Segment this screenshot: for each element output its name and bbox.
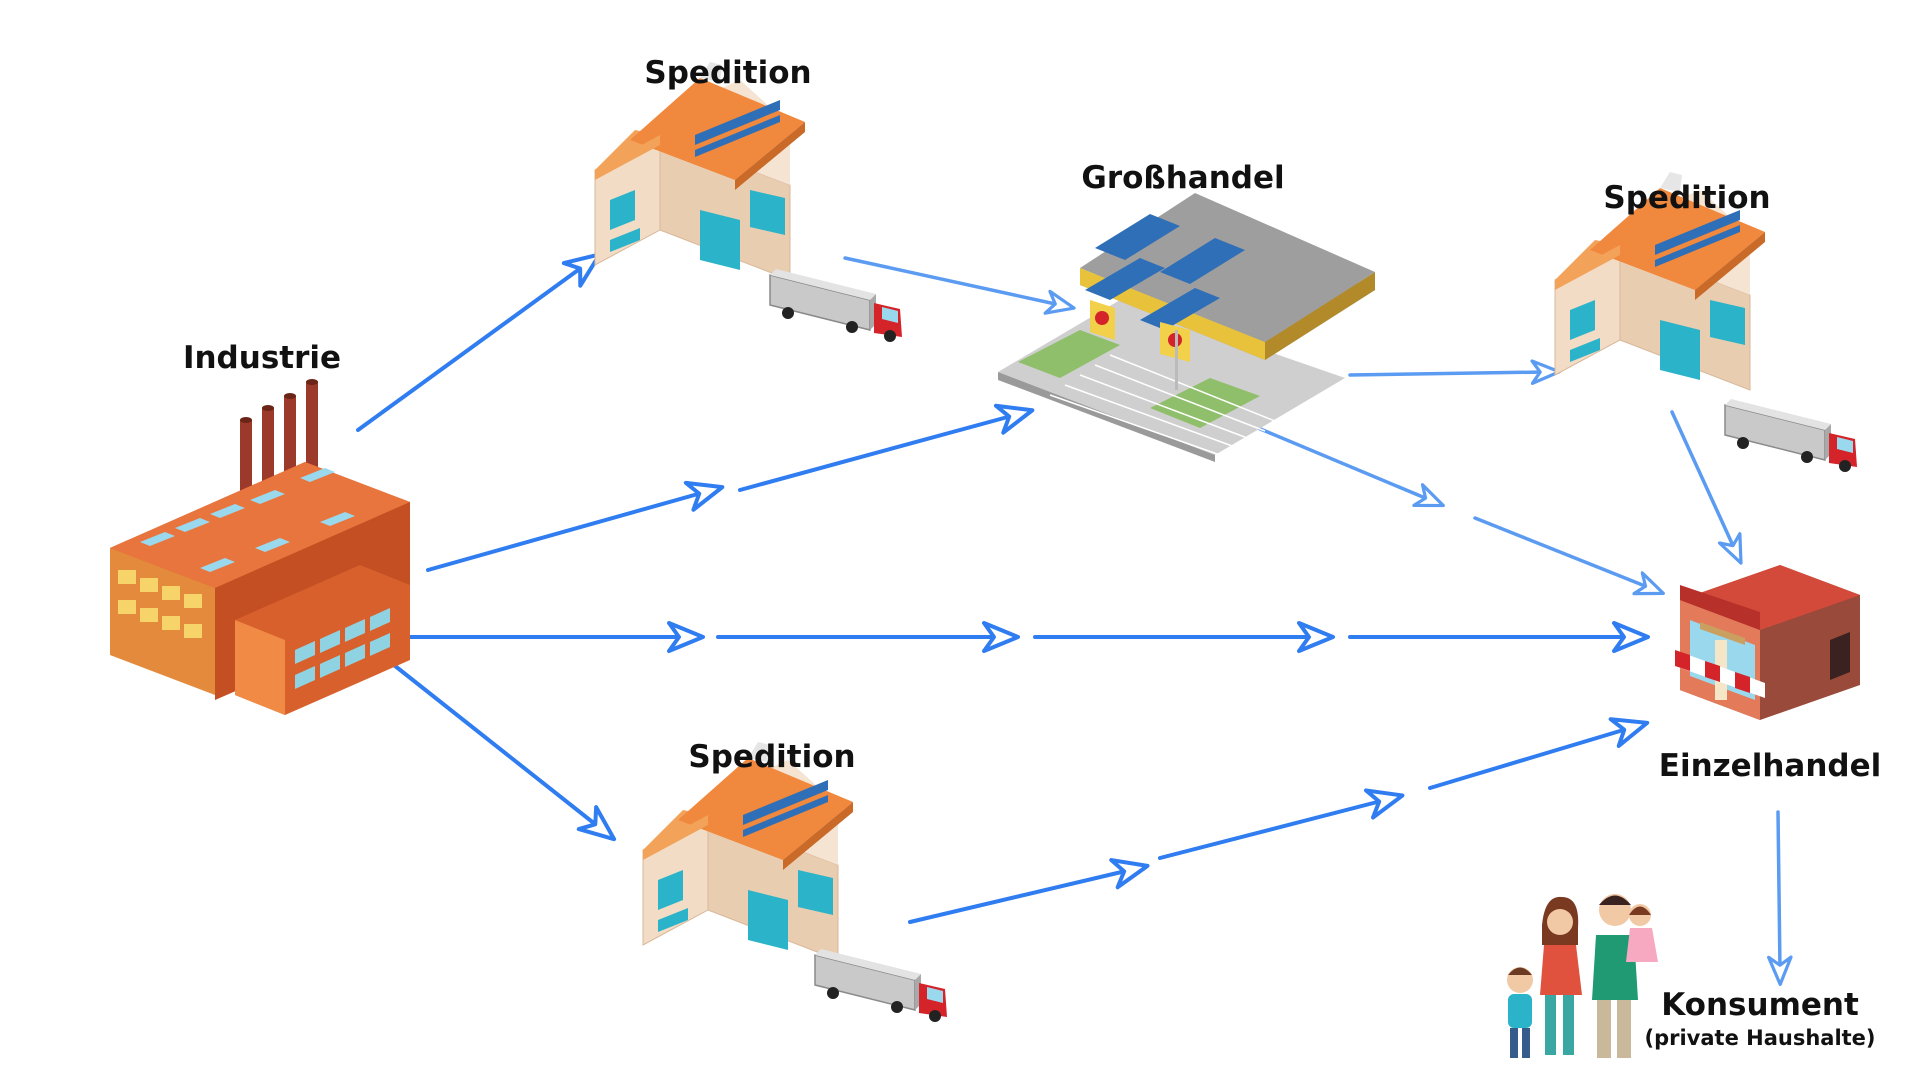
arrow-grosshandel-to-spedition-right (1348, 359, 1561, 385)
arrows (356, 252, 1650, 924)
shop-icon (1675, 565, 1860, 720)
arrow-industrie-to-spedition-top (356, 252, 602, 432)
arrow-industrie-to-grosshandel-1 (426, 480, 725, 572)
label-konsument-sub: (private Haushalte) (1644, 1026, 1875, 1050)
label-spedition-right: Spedition (1603, 180, 1770, 216)
truck-icon (814, 948, 948, 1023)
truck-icon (1724, 398, 1858, 473)
arrow-spedition-bottom-to-einzelhandel-1 (908, 858, 1150, 924)
family-icon (1507, 894, 1658, 1058)
warehouse-icon (594, 61, 806, 281)
wholesale-market-icon (998, 193, 1375, 462)
label-spedition-bottom: Spedition (688, 739, 855, 775)
factory-icon (110, 379, 410, 715)
arrow-einzelhandel-to-konsument (1767, 810, 1793, 986)
arrow-spedition-bottom-to-einzelhandel-3 (1428, 717, 1650, 790)
arrow-grosshandel-to-einzelhandel-1 (1256, 426, 1445, 508)
label-industrie: Industrie (183, 340, 341, 376)
arrow-spedition-top-to-grosshandel (843, 256, 1076, 315)
label-spedition-top: Spedition (644, 55, 811, 91)
arrow-spedition-right-to-einzelhandel (1670, 410, 1743, 565)
label-grosshandel: Großhandel (1081, 160, 1284, 196)
arrow-industrie-to-spedition-bottom (383, 656, 617, 842)
arrow-spedition-bottom-to-einzelhandel-2 (1158, 788, 1405, 860)
arrow-industrie-to-grosshandel-2 (738, 403, 1035, 492)
light-arrows (843, 256, 1793, 986)
label-konsument: Konsument (1661, 987, 1859, 1023)
label-einzelhandel: Einzelhandel (1659, 748, 1881, 784)
arrow-grosshandel-to-einzelhandel-2 (1473, 516, 1665, 596)
truck-icon (769, 268, 903, 343)
